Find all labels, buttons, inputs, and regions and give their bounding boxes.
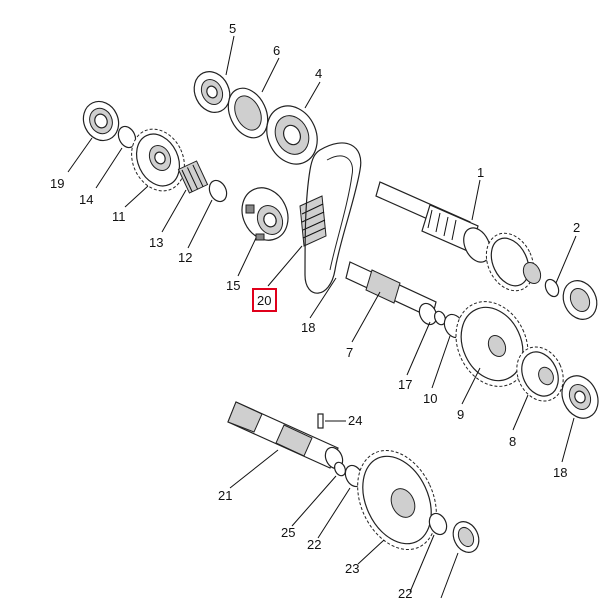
callout-15[interactable]: 15 — [226, 278, 240, 293]
part-gear-9 — [455, 301, 529, 387]
part-bearing-18 — [561, 375, 599, 419]
part-bearing-5 — [193, 71, 231, 113]
callout-5[interactable]: 5 — [229, 21, 236, 36]
part-pin-24 — [317, 413, 324, 429]
part-gear-11 — [131, 128, 185, 192]
callout-4[interactable]: 4 — [315, 66, 322, 81]
part-needle-bearing-lower — [452, 521, 480, 553]
callout-6[interactable]: 6 — [273, 43, 280, 58]
part-bearing-4 — [266, 105, 318, 165]
callout-25[interactable]: 25 — [281, 525, 295, 540]
part-main-shaft-1 — [375, 181, 542, 292]
callout-labels: 5 6 4 1 2 19 14 11 13 12 15 20 18 7 17 1… — [50, 21, 580, 600]
part-washer-14 — [117, 125, 137, 149]
part-bearing-19 — [82, 100, 120, 142]
callout-10[interactable]: 10 — [423, 391, 437, 406]
callout-22-upper[interactable]: 22 — [307, 537, 321, 552]
callout-24[interactable]: 24 — [348, 413, 362, 428]
callout-18[interactable]: 18 — [553, 465, 567, 480]
callout-21[interactable]: 21 — [218, 488, 232, 503]
part-washer-2 — [544, 278, 560, 298]
callout-16[interactable]: 17 — [398, 377, 412, 392]
callout-13[interactable]: 13 — [149, 235, 163, 250]
part-hub-15 — [241, 187, 289, 241]
part-shaft-21 — [227, 401, 344, 470]
callout-7[interactable]: 7 — [346, 345, 353, 360]
callout-17[interactable]: 18 — [301, 320, 315, 335]
part-circlip-25 — [333, 461, 347, 477]
part-bearing-3 — [562, 280, 598, 320]
part-circlip-16 — [433, 310, 447, 326]
part-oil-seal-6 — [227, 87, 269, 139]
part-chain-loop-17 — [304, 142, 362, 294]
callout-9[interactable]: 9 — [457, 407, 464, 422]
callout-2[interactable]: 2 — [573, 220, 580, 235]
callout-22-lower[interactable]: 22 — [398, 586, 412, 600]
callout-23[interactable]: 23 — [345, 561, 359, 576]
part-chain-20 — [299, 195, 327, 247]
part-gear-8 — [516, 346, 564, 402]
part-washer-12 — [208, 179, 228, 203]
part-gear-23 — [357, 449, 437, 551]
callout-14[interactable]: 14 — [79, 192, 93, 207]
highlight-box-20 — [252, 288, 277, 312]
callout-11[interactable]: 11 — [112, 209, 126, 224]
part-countershaft-7 — [345, 261, 438, 326]
callout-20[interactable]: 20 — [257, 293, 271, 308]
part-needle-bearing-13 — [177, 160, 209, 194]
leader-lines — [67, 35, 577, 599]
callout-1[interactable]: 1 — [477, 165, 484, 180]
callout-19[interactable]: 19 — [50, 176, 64, 191]
part-washer-22b — [428, 512, 448, 536]
callout-8[interactable]: 8 — [509, 434, 516, 449]
callout-12[interactable]: 12 — [178, 250, 192, 265]
